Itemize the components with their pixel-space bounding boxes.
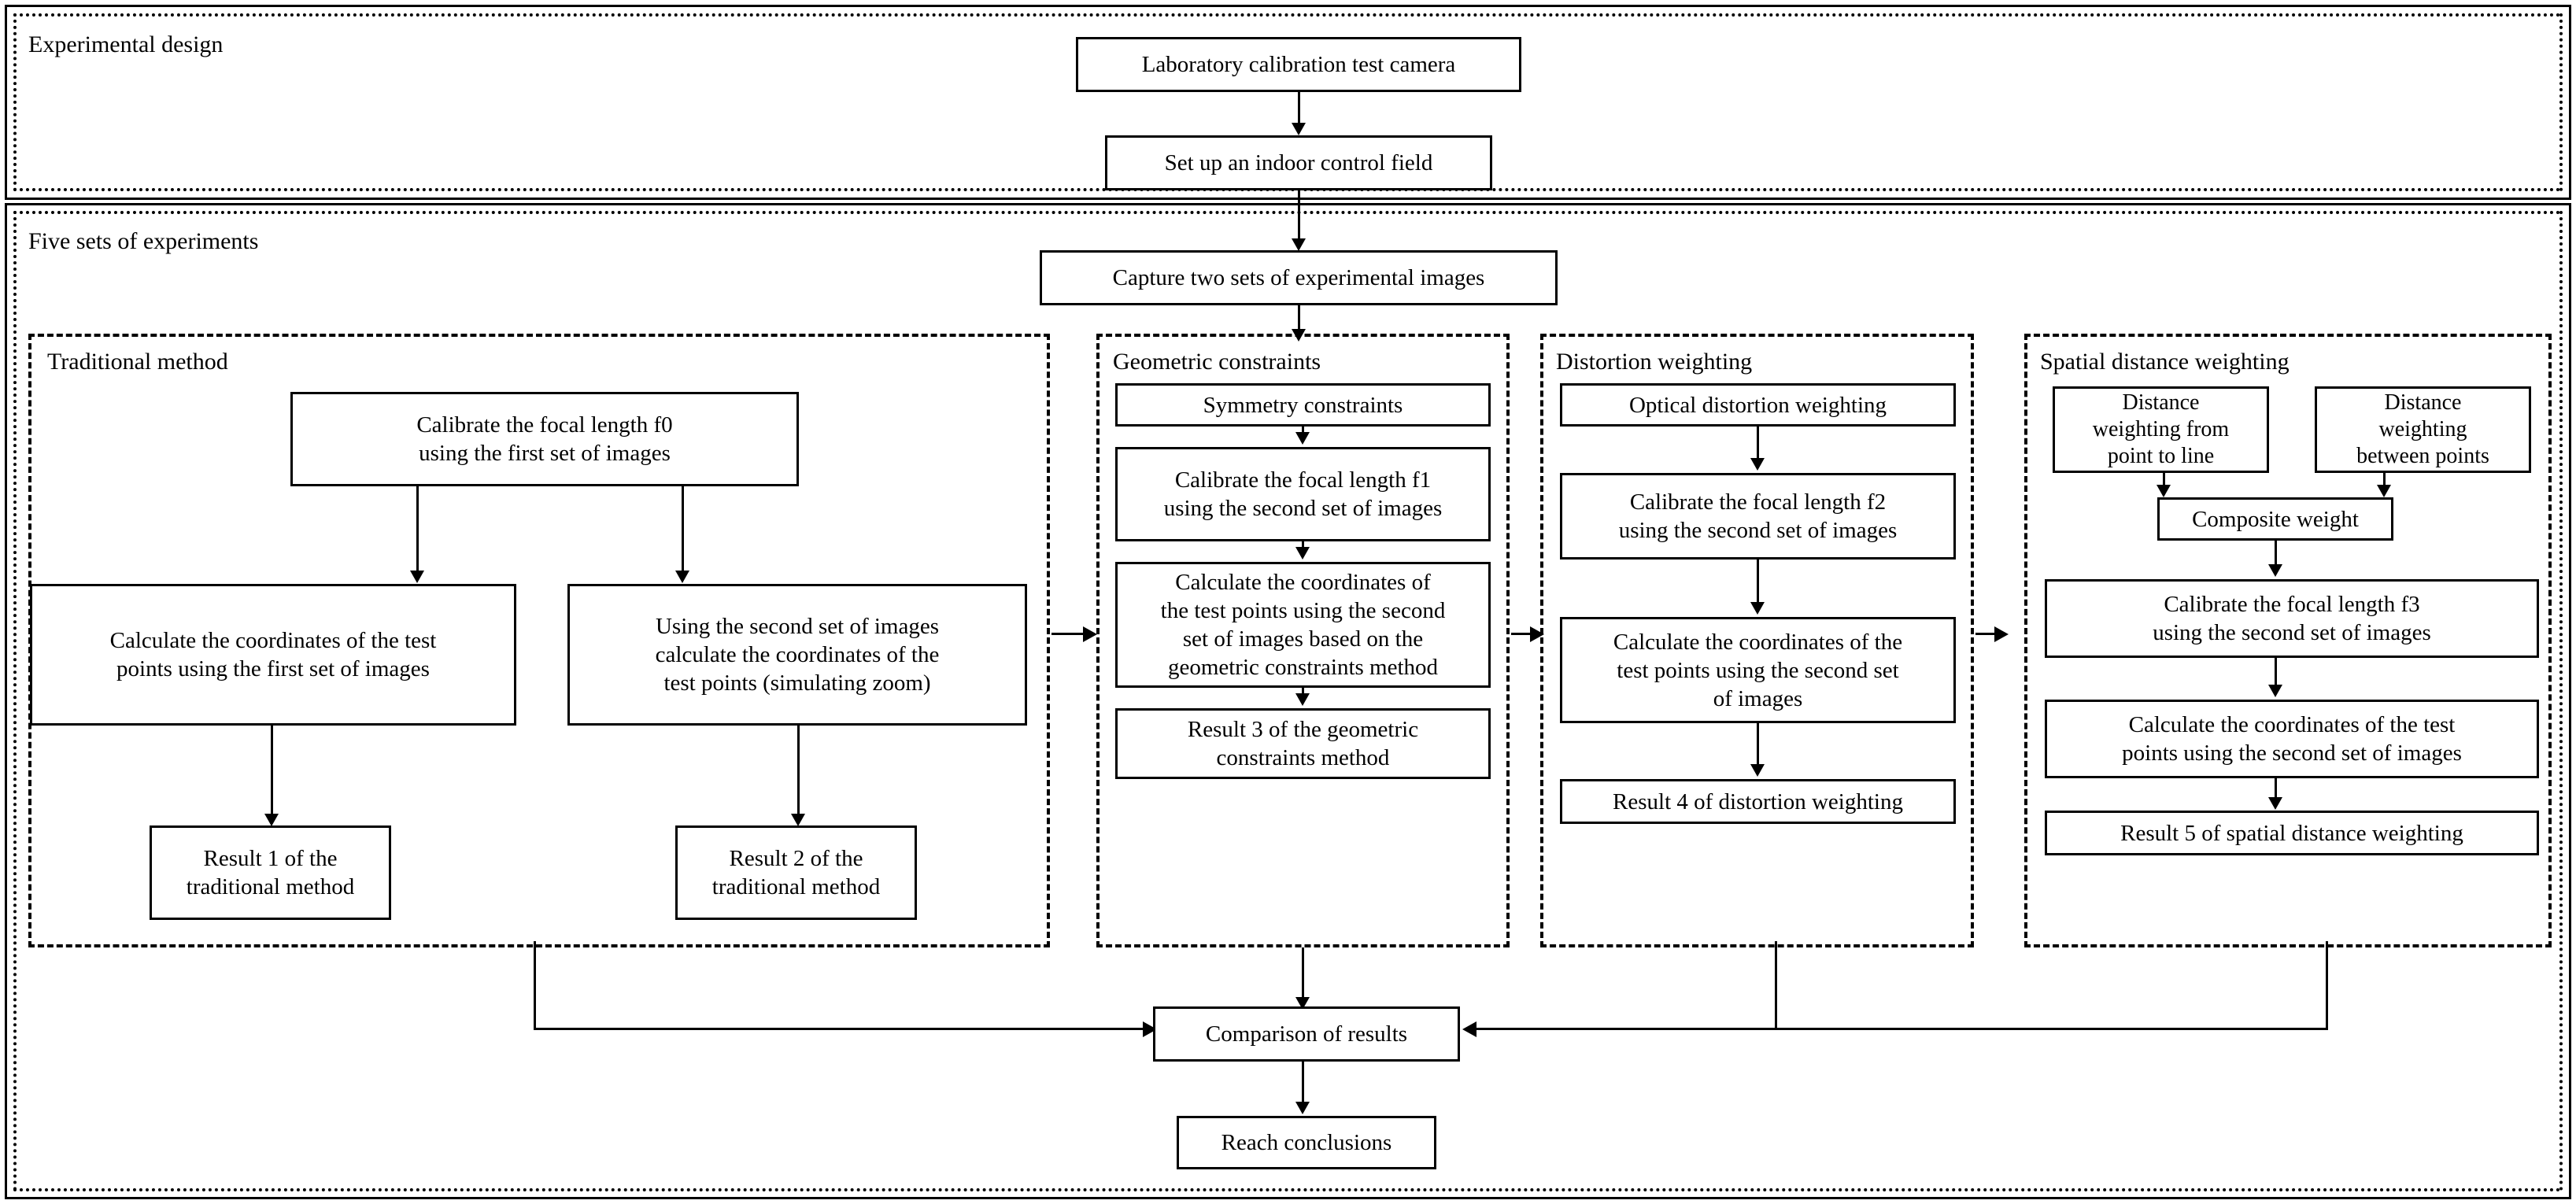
arrowhead-distortion-to-comparison bbox=[1462, 1021, 1476, 1037]
node-result-2[interactable]: Result 2 of the traditional method bbox=[675, 825, 917, 920]
node-result-4[interactable]: Result 4 of distortion weighting bbox=[1560, 779, 1956, 824]
edge-geometric-to-comparison bbox=[1302, 947, 1304, 1029]
edge-traditional-to-comparison-horizontal bbox=[534, 1028, 1148, 1030]
arrowhead-f1-to-geocalc bbox=[1295, 547, 1310, 560]
panel-title-five-sets: Five sets of experiments bbox=[28, 228, 259, 254]
node-sp-calculate-coordinates[interactable]: Calculate the coordinates of the test po… bbox=[2045, 700, 2539, 778]
arrowhead-f0-to-calc2 bbox=[675, 571, 689, 583]
node-capture-images[interactable]: Capture two sets of experimental images bbox=[1040, 250, 1558, 305]
node-reach-conclusions[interactable]: Reach conclusions bbox=[1177, 1116, 1436, 1169]
edge-f0-to-calc2 bbox=[682, 486, 684, 577]
edge-capture-to-panels bbox=[1298, 305, 1300, 337]
node-trad-calibrate-f0[interactable]: Calibrate the focal length f0 using the … bbox=[290, 392, 799, 486]
node-geo-calculate-coordinates[interactable]: Calculate the coordinates of the test po… bbox=[1115, 562, 1491, 688]
arrowhead-composite-to-f3 bbox=[2268, 564, 2282, 577]
edge-distortion-to-spatial bbox=[1975, 633, 1999, 635]
node-geo-symmetry[interactable]: Symmetry constraints bbox=[1115, 383, 1491, 427]
edge-calc1-to-result1 bbox=[271, 726, 273, 820]
node-distance-weighting-between-points[interactable]: Distance weighting between points bbox=[2315, 386, 2531, 473]
arrowhead-optical-to-f2 bbox=[1750, 458, 1765, 471]
edge-geometric-to-distortion bbox=[1511, 633, 1535, 635]
arrowhead-geocalc-to-result3 bbox=[1295, 693, 1310, 706]
node-trad-calc-first-set[interactable]: Calculate the coordinates of the test po… bbox=[30, 584, 516, 726]
edge-spatial-to-comparison-horizontal bbox=[1775, 1028, 2328, 1030]
arrowhead-calc1-to-result1 bbox=[264, 814, 279, 826]
arrowhead-distortion-to-spatial bbox=[1994, 626, 2009, 642]
edge-spatial-to-comparison-vertical bbox=[2326, 941, 2328, 1030]
node-distance-weighting-point-to-line[interactable]: Distance weighting from point to line bbox=[2053, 386, 2269, 473]
panel-title-geometric-constraints: Geometric constraints bbox=[1113, 349, 1321, 375]
arrowhead-pointline-to-composite bbox=[2157, 485, 2171, 497]
arrowhead-comparison-to-conclusions bbox=[1295, 1102, 1310, 1114]
edge-f0-to-calc1 bbox=[416, 486, 419, 577]
node-result-3[interactable]: Result 3 of the geometric constraints me… bbox=[1115, 708, 1491, 779]
node-composite-weight[interactable]: Composite weight bbox=[2157, 497, 2393, 541]
edge-traditional-to-comparison-vertical bbox=[534, 941, 536, 1030]
node-sp-calibrate-f3[interactable]: Calibrate the focal length f3 using the … bbox=[2045, 579, 2539, 658]
edge-pointline-to-composite bbox=[2163, 473, 2165, 490]
node-trad-calc-second-set[interactable]: Using the second set of images calculate… bbox=[567, 584, 1027, 726]
edge-betweenpoints-to-composite bbox=[2383, 473, 2386, 490]
arrowhead-traditional-to-geometric bbox=[1083, 626, 1097, 642]
edge-composite-to-f3 bbox=[2275, 541, 2277, 571]
arrowhead-lab-to-field bbox=[1292, 123, 1306, 135]
panel-five-sets bbox=[13, 211, 2563, 1191]
panel-title-distortion-weighting: Distortion weighting bbox=[1556, 349, 1753, 375]
edge-distortion-to-comparison-vertical bbox=[1775, 941, 1777, 1030]
outer-frame-top bbox=[5, 5, 2571, 200]
edge-optical-to-f2 bbox=[1757, 427, 1759, 464]
arrowhead-f2-to-distcalc bbox=[1750, 602, 1765, 615]
node-optical-distortion-weighting[interactable]: Optical distortion weighting bbox=[1560, 383, 1956, 427]
edge-spcalc-to-result5 bbox=[2275, 778, 2277, 803]
panel-title-traditional-method: Traditional method bbox=[47, 349, 228, 375]
panel-title-spatial-distance-weighting: Spatial distance weighting bbox=[2040, 349, 2290, 375]
arrowhead-f0-to-calc1 bbox=[410, 571, 424, 583]
arrowhead-calc2-to-result2 bbox=[791, 814, 805, 826]
panel-title-experimental-design: Experimental design bbox=[28, 31, 224, 57]
arrowhead-f3-to-spcalc bbox=[2268, 685, 2282, 697]
edge-comparison-to-conclusions bbox=[1302, 1062, 1304, 1109]
edge-distcalc-to-result4 bbox=[1757, 723, 1759, 770]
arrowhead-symmetry-to-f1 bbox=[1295, 432, 1310, 445]
edge-field-to-capture bbox=[1298, 190, 1300, 246]
edge-traditional-to-geometric bbox=[1051, 633, 1086, 635]
edge-f3-to-spcalc bbox=[2275, 658, 2277, 691]
arrowhead-distcalc-to-result4 bbox=[1750, 764, 1765, 777]
panel-distortion-weighting bbox=[1540, 334, 1974, 947]
node-result-5[interactable]: Result 5 of spatial distance weighting bbox=[2045, 811, 2539, 855]
arrowhead-field-to-capture bbox=[1292, 238, 1306, 251]
arrowhead-spcalc-to-result5 bbox=[2268, 797, 2282, 810]
node-dist-calibrate-f2[interactable]: Calibrate the focal length f2 using the … bbox=[1560, 473, 1956, 560]
panel-geometric-constraints bbox=[1096, 334, 1510, 947]
edge-lab-to-field bbox=[1298, 92, 1300, 128]
edge-distortion-to-comparison-horizontal bbox=[1476, 1028, 1777, 1030]
node-indoor-field[interactable]: Set up an indoor control field bbox=[1105, 135, 1492, 190]
node-lab-camera[interactable]: Laboratory calibration test camera bbox=[1076, 37, 1521, 92]
node-comparison-of-results[interactable]: Comparison of results bbox=[1153, 1006, 1460, 1062]
edge-calc2-to-result2 bbox=[797, 726, 800, 820]
node-geo-calibrate-f1[interactable]: Calibrate the focal length f1 using the … bbox=[1115, 447, 1491, 541]
node-result-1[interactable]: Result 1 of the traditional method bbox=[150, 825, 391, 920]
arrowhead-betweenpoints-to-composite bbox=[2377, 485, 2391, 497]
node-dist-calculate-coordinates[interactable]: Calculate the coordinates of the test po… bbox=[1560, 617, 1956, 723]
edge-f2-to-distcalc bbox=[1757, 560, 1759, 608]
panel-spatial-distance-weighting bbox=[2024, 334, 2552, 947]
outer-frame-bottom bbox=[5, 203, 2571, 1199]
